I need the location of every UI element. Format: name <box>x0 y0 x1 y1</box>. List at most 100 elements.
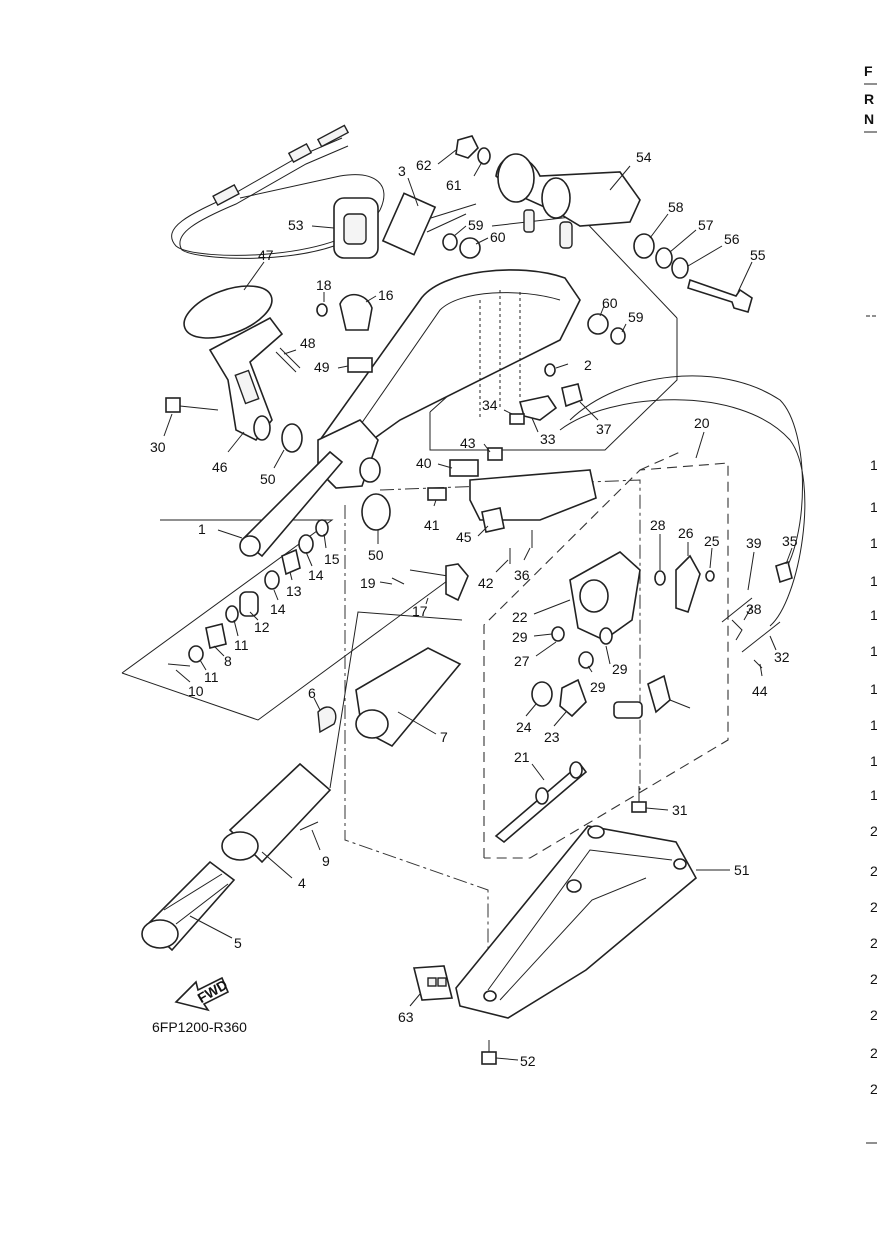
callout-51: 51 <box>696 862 750 878</box>
edge-column-number: 2 <box>870 1007 877 1023</box>
callout-26: 26 <box>678 525 694 556</box>
callout-24: 24 <box>516 703 537 735</box>
edge-column-number: 2 <box>870 899 877 915</box>
edge-column-number: 2 <box>870 935 877 951</box>
edge-column-number: 1 <box>870 457 877 473</box>
callout-42: 42 <box>478 559 509 591</box>
callout-label: 16 <box>378 287 394 303</box>
callout-label: 47 <box>258 247 274 263</box>
callout-28: 28 <box>650 517 666 570</box>
callout-label: 60 <box>490 229 506 245</box>
callout-14b: 14 <box>305 551 324 583</box>
callout-label: 9 <box>322 853 330 869</box>
throttle-grip-tubes <box>141 647 462 952</box>
pivot-hardware <box>442 135 753 345</box>
callout-1: 1 <box>198 521 243 539</box>
callout-label: 52 <box>520 1053 536 1069</box>
callout-10: 10 <box>175 669 204 699</box>
callout-label: 17 <box>412 603 428 619</box>
callout-label: 57 <box>698 217 714 233</box>
throttle-cable-harness <box>171 124 385 259</box>
callout-label: 13 <box>286 583 302 599</box>
callout-label: 3 <box>398 163 406 179</box>
callout-29a: 29 <box>512 629 553 645</box>
callout-41: 41 <box>424 499 440 533</box>
steering-bracket <box>495 153 641 249</box>
callout-label: 48 <box>300 335 316 351</box>
callout-label: 45 <box>456 529 472 545</box>
callout-50a: 50 <box>260 449 285 487</box>
callout-label: 40 <box>416 455 432 471</box>
callout-34: 34 <box>482 397 513 415</box>
callout-label: 11 <box>234 637 249 653</box>
tiller-grip <box>183 285 284 442</box>
callout-label: 10 <box>188 683 204 699</box>
callout-62: 62 <box>416 149 457 173</box>
edge-header-f: F <box>864 63 873 79</box>
callout-label: 18 <box>316 277 332 293</box>
callout-label: 22 <box>512 609 528 625</box>
callout-11a: 11 <box>199 659 219 685</box>
callout-label: 2 <box>584 357 592 373</box>
tiller-bolt <box>165 397 219 413</box>
edge-column-number: 1 <box>870 607 877 623</box>
callout-label: 8 <box>224 653 232 669</box>
callout-8: 8 <box>213 645 232 669</box>
callout-label: 55 <box>750 247 766 263</box>
callout-label: 49 <box>314 359 330 375</box>
callout-13: 13 <box>286 571 302 599</box>
edge-column-number: 1 <box>870 643 877 659</box>
screw-and-plate <box>275 347 373 373</box>
callout-38: 38 <box>743 601 762 621</box>
edge-column-number: 1 <box>870 535 877 551</box>
callout-6: 6 <box>308 685 321 711</box>
callout-43: 43 <box>460 435 491 453</box>
edge-column-number: 1 <box>870 753 877 769</box>
callout-label: 21 <box>514 749 530 765</box>
callout-63: 63 <box>398 993 421 1025</box>
friction-cam <box>316 293 373 331</box>
callout-label: 6 <box>308 685 316 701</box>
callout-label: 32 <box>774 649 790 665</box>
bushings <box>253 415 391 531</box>
callout-23: 23 <box>544 711 567 745</box>
callout-label: 44 <box>752 683 768 699</box>
callout-label: 25 <box>704 533 720 549</box>
friction-knob <box>391 563 469 602</box>
callout-label: 23 <box>544 729 560 745</box>
callout-label: 62 <box>416 157 432 173</box>
callout-label: 63 <box>398 1009 414 1025</box>
callout-label: 4 <box>298 875 306 891</box>
callout-31: 31 <box>645 802 688 818</box>
callout-54: 54 <box>609 149 652 191</box>
callout-3: 3 <box>398 163 419 207</box>
callout-30: 30 <box>150 413 173 455</box>
callout-label: 61 <box>446 177 462 193</box>
callout-49: 49 <box>314 359 349 375</box>
callout-label: 26 <box>678 525 694 541</box>
callout-9: 9 <box>311 829 330 869</box>
callout-label: 59 <box>468 217 484 233</box>
callout-label: 60 <box>602 295 618 311</box>
callout-17: 17 <box>412 597 429 619</box>
callout-label: 15 <box>324 551 340 567</box>
callout-36: 36 <box>514 547 531 583</box>
callout-4: 4 <box>261 851 306 891</box>
edge-column-number: 2 <box>870 823 877 839</box>
callout-label: 56 <box>724 231 740 247</box>
callout-label: 19 <box>360 575 376 591</box>
edge-column-number: 1 <box>870 717 877 733</box>
callout-label: 20 <box>694 415 710 431</box>
cable-brackets <box>427 363 597 564</box>
callout-label: 59 <box>628 309 644 325</box>
callout-label: 50 <box>368 547 384 563</box>
callout-2: 2 <box>555 357 592 373</box>
callout-25: 25 <box>704 533 720 569</box>
edge-header-n: N <box>864 111 874 127</box>
callout-29c: 29 <box>605 645 628 677</box>
callout-label: 41 <box>424 517 440 533</box>
edge-header-r: R <box>864 91 874 107</box>
bottom-cowling <box>455 825 698 1019</box>
callout-label: 12 <box>254 619 270 635</box>
